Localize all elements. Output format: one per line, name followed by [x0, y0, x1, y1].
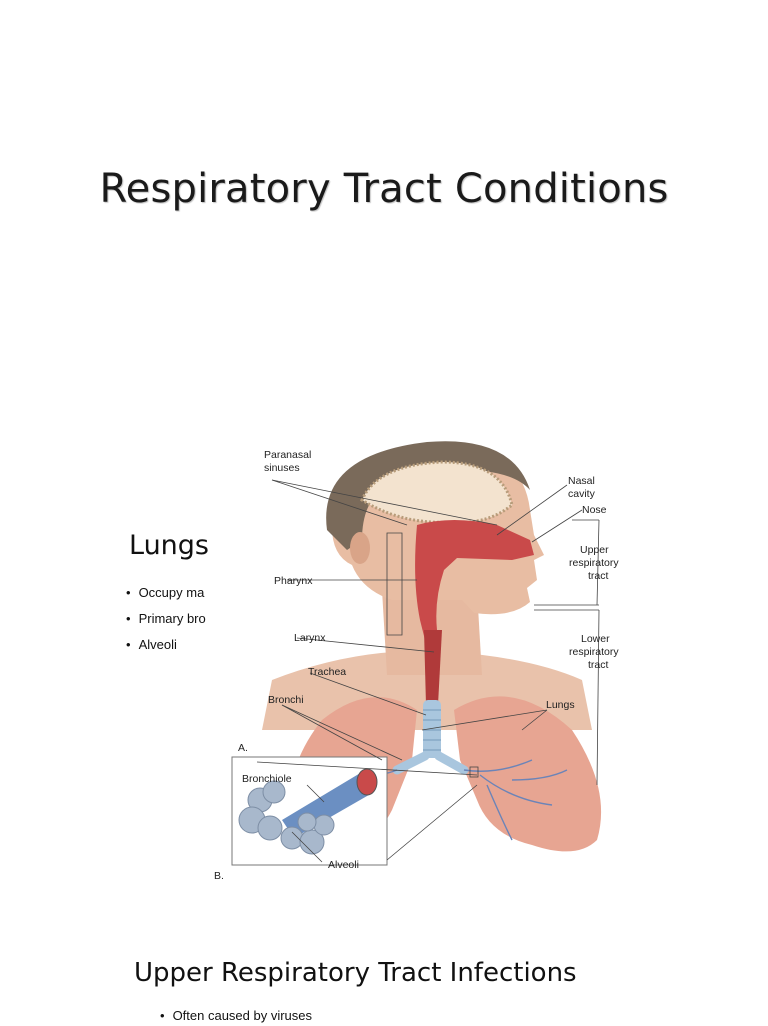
- label-bronchi: Bronchi: [268, 694, 304, 706]
- label-larynx: Larynx: [294, 632, 326, 644]
- nasal-cavity-shape: [415, 520, 534, 652]
- label-upper-respiratory-tract: Upper: [580, 544, 609, 556]
- respiratory-system-diagram: Paranasal sinuses Nasal cavity Nose Uppe…: [214, 441, 619, 882]
- label-upper-respiratory-tract: respiratory: [569, 557, 619, 569]
- uri-bullet-list: Often caused by viruses: [160, 1006, 312, 1026]
- lungs-bullet-list: Occupy ma Primary bro Alveoli: [126, 580, 214, 658]
- label-panel-a: A.: [238, 742, 248, 754]
- trachea-rings: [423, 709, 441, 751]
- label-paranasal-sinuses: sinuses: [264, 462, 300, 474]
- uri-slide: Upper Respiratory Tract Infections Often…: [0, 940, 768, 1024]
- label-bronchiole: Bronchiole: [242, 773, 292, 785]
- alveoli-cluster: [238, 780, 335, 855]
- right-lung-shape: [454, 696, 602, 852]
- label-alveoli: Alveoli: [328, 859, 359, 871]
- label-paranasal-sinuses: Paranasal: [264, 449, 311, 461]
- label-nasal-cavity: cavity: [568, 488, 596, 500]
- lungs-slide: Lungs Occupy ma Primary bro Alveoli: [0, 420, 768, 900]
- bullet-item: Alveoli: [126, 632, 214, 658]
- label-nasal-cavity: Nasal: [568, 475, 595, 487]
- bullet-item: Primary bro: [126, 606, 214, 632]
- bullet-item: Occupy ma: [126, 580, 214, 606]
- label-upper-respiratory-tract: tract: [588, 570, 609, 582]
- label-panel-b: B.: [214, 870, 224, 882]
- title-slide: Respiratory Tract Conditions: [0, 0, 768, 420]
- label-pharynx: Pharynx: [274, 575, 313, 587]
- label-lungs: Lungs: [546, 699, 575, 711]
- slide-title: Respiratory Tract Conditions: [99, 166, 669, 212]
- airway-shape: [424, 630, 442, 705]
- bronchi-shape: [392, 751, 469, 775]
- bullet-item: Often caused by viruses: [160, 1006, 312, 1026]
- label-lower-respiratory-tract: tract: [588, 659, 609, 671]
- label-nose: Nose: [582, 504, 607, 516]
- uri-heading: Upper Respiratory Tract Infections: [134, 958, 577, 988]
- label-lower-respiratory-tract: Lower: [581, 633, 610, 645]
- leader-lines: [256, 479, 600, 863]
- brain-outline: [360, 460, 514, 524]
- ear-shape: [350, 532, 370, 564]
- lungs-heading: Lungs: [129, 530, 209, 561]
- label-trachea: Trachea: [308, 666, 346, 678]
- bronchiole-opening: [356, 768, 378, 796]
- label-lower-respiratory-tract: respiratory: [569, 646, 619, 658]
